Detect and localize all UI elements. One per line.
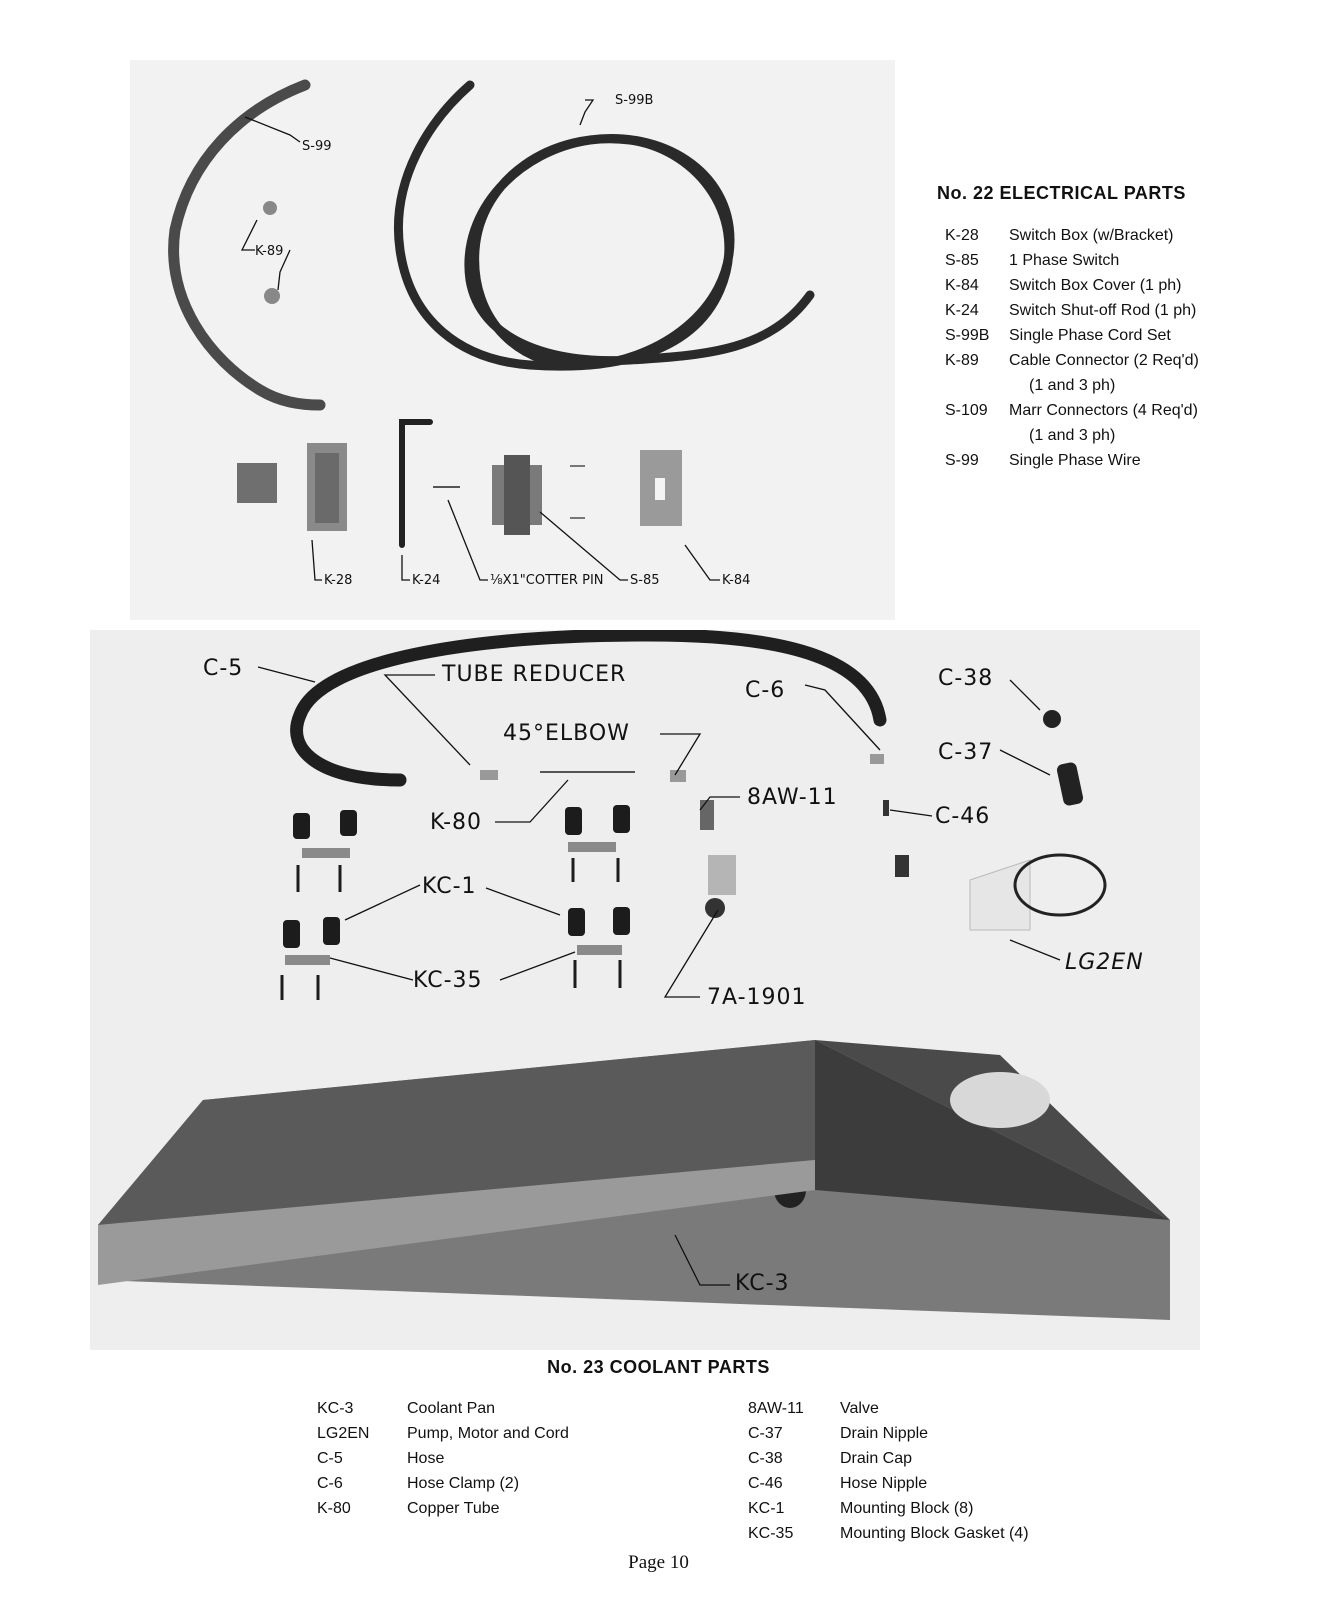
- list-item: K-89 Cable Connector (2 Req'd): [945, 348, 1245, 373]
- callout-s85: S-85: [630, 573, 660, 588]
- part-description: Single Phase Cord Set: [1009, 326, 1171, 344]
- list-item: KC-35 Mounting Block Gasket (4): [748, 1521, 1078, 1546]
- coolant-parts-heading: No. 23 COOLANT PARTS: [547, 1357, 770, 1377]
- list-item: K-80 Copper Tube: [317, 1496, 657, 1521]
- part-description: Pump, Motor and Cord: [407, 1424, 569, 1442]
- part-number: LG2EN: [317, 1424, 370, 1442]
- part-description: Hose Nipple: [840, 1474, 928, 1492]
- page-number: Page 10: [628, 1552, 689, 1573]
- callout-cotter-pin: ⅛X1"COTTER PIN: [490, 573, 604, 588]
- list-item: K-24 Switch Shut-off Rod (1 ph): [945, 298, 1245, 323]
- part-number: C-5: [317, 1449, 343, 1467]
- part-description: Coolant Pan: [407, 1399, 496, 1417]
- callout-c46: C-46: [935, 804, 991, 829]
- part-number: C-37: [748, 1424, 783, 1442]
- callout-k28: K-28: [324, 573, 353, 588]
- callout-tube-reducer: TUBE REDUCER: [442, 662, 627, 687]
- list-item: C-37 Drain Nipple: [748, 1421, 1078, 1446]
- list-item-continuation: (1 and 3 ph): [945, 373, 1245, 398]
- part-description: 1 Phase Switch: [1009, 251, 1120, 269]
- electrical-parts-heading: No. 22 ELECTRICAL PARTS: [937, 183, 1186, 203]
- callout-c37: C-37: [938, 740, 994, 765]
- part-description: Valve: [840, 1399, 879, 1417]
- part-number: C-38: [748, 1449, 783, 1467]
- part-number: S-109: [945, 401, 988, 419]
- callout-45-elbow: 45°ELBOW: [503, 721, 630, 746]
- callout-c38: C-38: [938, 666, 994, 691]
- list-item: S-99B Single Phase Cord Set: [945, 323, 1245, 348]
- part-number: KC-3: [317, 1399, 354, 1417]
- list-item: C-46 Hose Nipple: [748, 1471, 1078, 1496]
- part-number: 8AW-11: [748, 1399, 804, 1417]
- part-number: S-99: [945, 451, 979, 469]
- list-item: S-85 1 Phase Switch: [945, 248, 1245, 273]
- part-description: Copper Tube: [407, 1499, 500, 1517]
- callout-c6: C-6: [745, 678, 786, 703]
- coolant-parts-photo: C-5 TUBE REDUCER C-6 C-38 45°ELBOW C-37 …: [90, 630, 1200, 1350]
- part-number: K-28: [945, 226, 979, 244]
- part-number: KC-1: [748, 1499, 785, 1517]
- part-number: K-24: [945, 301, 979, 319]
- part-description: Hose: [407, 1449, 445, 1467]
- list-item: C-38 Drain Cap: [748, 1446, 1078, 1471]
- part-description: Mounting Block (8): [840, 1499, 974, 1517]
- part-description: Single Phase Wire: [1009, 451, 1141, 469]
- callout-k84: K-84: [722, 573, 751, 588]
- part-number: K-80: [317, 1499, 351, 1517]
- part-description: Mounting Block Gasket (4): [840, 1524, 1029, 1542]
- callout-kc3: KC-3: [735, 1271, 790, 1296]
- list-item: C-5 Hose: [317, 1446, 657, 1471]
- callout-c5: C-5: [203, 656, 244, 681]
- list-item: K-84 Switch Box Cover (1 ph): [945, 273, 1245, 298]
- callout-s99: S-99: [302, 139, 332, 154]
- list-item: KC-3 Coolant Pan: [317, 1396, 657, 1421]
- list-item: 8AW-11 Valve: [748, 1396, 1078, 1421]
- part-description: Cable Connector (2 Req'd): [1009, 351, 1199, 369]
- part-number: S-99B: [945, 326, 990, 344]
- list-item: LG2EN Pump, Motor and Cord: [317, 1421, 657, 1446]
- callout-k89: K-89: [255, 244, 284, 259]
- callout-8aw11: 8AW-11: [747, 785, 838, 810]
- list-item: K-28 Switch Box (w/Bracket): [945, 223, 1245, 248]
- coolant-parts-list-left: KC-3 Coolant Pan LG2EN Pump, Motor and Cor…: [317, 1396, 657, 1521]
- list-item: C-6 Hose Clamp (2): [317, 1471, 657, 1496]
- callout-7a1901: 7A-1901: [707, 985, 807, 1010]
- electrical-parts-list: K-28 Switch Box (w/Bracket) S-85 1 Phase S…: [945, 223, 1245, 473]
- part-description: Switch Box (w/Bracket): [1009, 226, 1174, 244]
- callout-k80: K-80: [430, 810, 483, 835]
- electrical-parts-photo: S-99 S-99B K-89 K-28 K-24 ⅛X1"COTTER PIN…: [130, 60, 895, 620]
- part-description-note: (1 and 3 ph): [1029, 426, 1116, 444]
- part-number: KC-35: [748, 1524, 794, 1542]
- callout-kc35: KC-35: [413, 968, 483, 993]
- callout-s99b: S-99B: [615, 93, 654, 108]
- part-number: K-89: [945, 351, 979, 369]
- part-number: K-84: [945, 276, 979, 294]
- list-item: S-99 Single Phase Wire: [945, 448, 1245, 473]
- part-description: Drain Nipple: [840, 1424, 929, 1442]
- coolant-parts-list-right: 8AW-11 Valve C-37 Drain Nipple C-38 Drain C…: [748, 1396, 1078, 1546]
- part-number: S-85: [945, 251, 979, 269]
- part-number: C-46: [748, 1474, 783, 1492]
- list-item-continuation: (1 and 3 ph): [945, 423, 1245, 448]
- part-description: Switch Shut-off Rod (1 ph): [1009, 301, 1197, 319]
- list-item: S-109 Marr Connectors (4 Req'd): [945, 398, 1245, 423]
- part-description: Hose Clamp (2): [407, 1474, 520, 1492]
- part-number: C-6: [317, 1474, 343, 1492]
- part-description: Marr Connectors (4 Req'd): [1009, 401, 1198, 419]
- list-item: KC-1 Mounting Block (8): [748, 1496, 1078, 1521]
- callout-k24: K-24: [412, 573, 441, 588]
- callout-kc1: KC-1: [422, 874, 477, 899]
- part-description: Switch Box Cover (1 ph): [1009, 276, 1182, 294]
- callout-lg2en: LG2EN: [1065, 950, 1144, 975]
- part-description-note: (1 and 3 ph): [1029, 376, 1116, 394]
- part-description: Drain Cap: [840, 1449, 913, 1467]
